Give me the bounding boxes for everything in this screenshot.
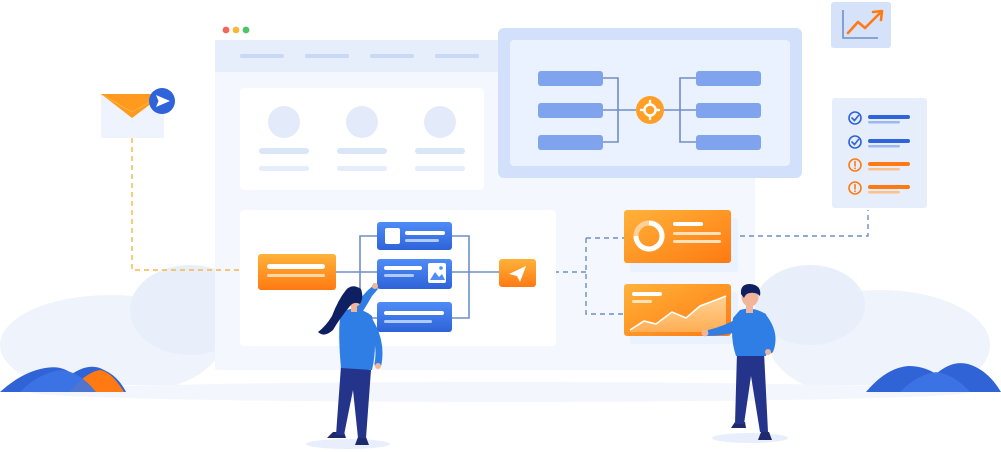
window-maximize-dot[interactable] (242, 26, 250, 34)
workflow-panel (498, 28, 802, 178)
man-figure (701, 284, 788, 443)
avatar (268, 106, 300, 138)
check-circle-icon (848, 135, 862, 149)
exclamation-circle-icon (848, 181, 862, 195)
workflow-node (538, 103, 603, 118)
browser-tabs (240, 54, 479, 58)
exclamation-circle-icon (848, 158, 862, 172)
avatar (346, 106, 378, 138)
workflow-node (538, 135, 603, 150)
avatar (424, 106, 456, 138)
image-icon (428, 263, 446, 283)
workflow-node (538, 71, 603, 86)
workflow-node (696, 103, 761, 118)
blue-content-card (377, 222, 452, 250)
blue-content-card (377, 302, 452, 332)
checklist-item (848, 181, 910, 195)
workflow-connectors (603, 77, 696, 143)
paper-plane-icon (149, 88, 175, 114)
profile-card (415, 106, 465, 171)
blue-content-card (377, 259, 452, 289)
checklist-item (848, 158, 910, 172)
analytics-donut-card (624, 210, 738, 272)
envelope-icon (100, 88, 175, 138)
trend-up-icon (831, 2, 891, 48)
profile-card (259, 106, 309, 171)
mountains-left (0, 366, 126, 392)
profile-card (337, 106, 387, 171)
workflow-node (696, 71, 761, 86)
mountains-right (866, 363, 1001, 392)
woman-figure (306, 283, 390, 449)
dashed-connectors (131, 138, 869, 315)
window-close-dot[interactable] (222, 26, 230, 34)
checklist-item (848, 111, 910, 125)
workflow-node (696, 135, 761, 150)
check-circle-icon (848, 111, 862, 125)
paper-plane-icon (499, 259, 536, 287)
orange-message-card (258, 254, 336, 290)
checklist-card (832, 98, 927, 208)
gear-icon (636, 96, 664, 124)
window-minimize-dot[interactable] (232, 26, 240, 34)
profile-cards-panel (240, 88, 484, 190)
checklist-item (848, 135, 910, 149)
flow-panel (240, 210, 556, 346)
